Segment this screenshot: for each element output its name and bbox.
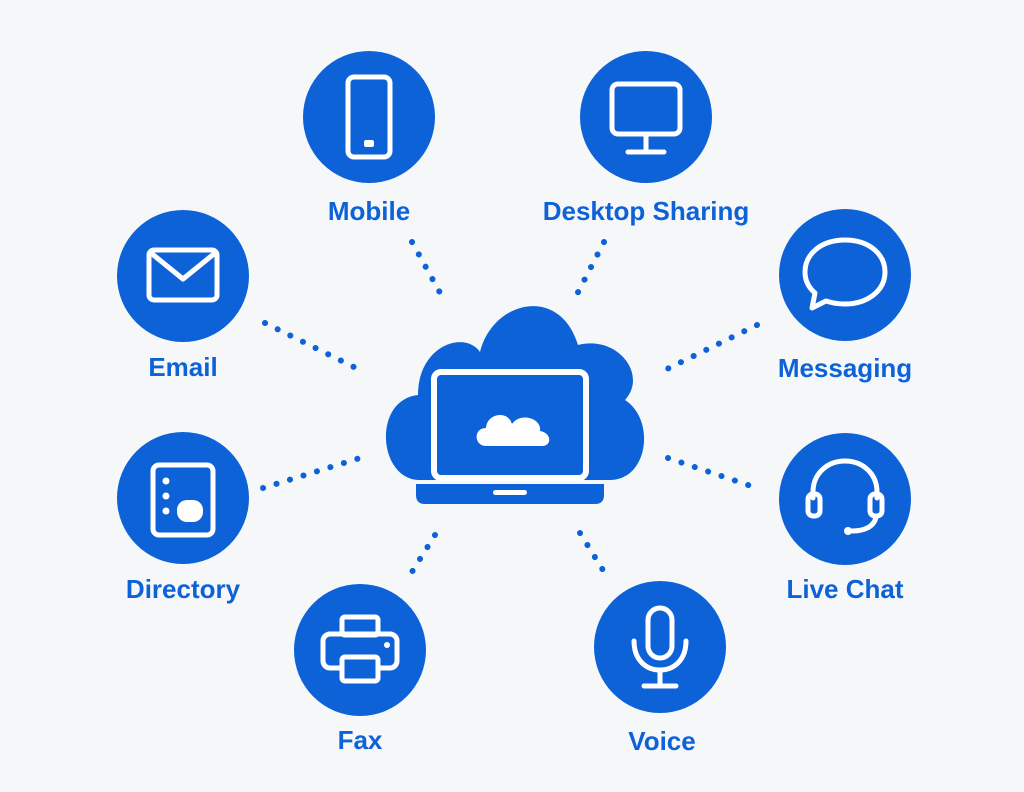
directory-circle	[117, 432, 249, 564]
desktop-circle	[580, 51, 712, 183]
connector-messaging	[662, 322, 760, 373]
node-email[interactable]: Email	[117, 210, 249, 382]
mobile-circle	[303, 51, 435, 183]
label-fax: Fax	[338, 725, 383, 755]
chat-bubble-icon	[802, 237, 888, 311]
label-voice: Voice	[628, 726, 695, 756]
connector-livechat	[665, 455, 760, 491]
label-mobile: Mobile	[328, 196, 410, 226]
phone-button	[364, 140, 374, 147]
messaging-circle	[779, 209, 911, 341]
node-desktop-sharing[interactable]: Desktop Sharing	[543, 51, 750, 226]
label-desktop-sharing: Desktop Sharing	[543, 196, 750, 226]
headset-icon	[805, 458, 885, 534]
screen-cloud-icon	[476, 414, 550, 446]
node-live-chat[interactable]: Live Chat	[779, 433, 911, 604]
voice-circle	[594, 581, 726, 713]
label-live-chat: Live Chat	[786, 574, 903, 604]
connector-mobile	[409, 239, 447, 303]
printer-light	[384, 642, 390, 648]
envelope-icon	[146, 247, 220, 303]
printer-icon	[320, 614, 400, 684]
microphone-icon	[631, 605, 689, 689]
connector-fax	[407, 532, 438, 578]
fax-circle	[294, 584, 426, 716]
connectors	[260, 239, 760, 578]
node-directory[interactable]: Directory	[117, 432, 249, 604]
monitor-icon	[609, 81, 683, 155]
mobile-phone-icon	[345, 74, 393, 160]
node-mobile[interactable]: Mobile	[303, 51, 435, 226]
connector-email	[262, 320, 363, 373]
node-messaging[interactable]: Messaging	[778, 209, 912, 383]
connector-desktop	[571, 239, 607, 303]
livechat-circle	[779, 433, 911, 565]
laptop-notch	[493, 490, 527, 495]
label-messaging: Messaging	[778, 353, 912, 383]
node-voice[interactable]: Voice	[594, 581, 726, 756]
label-directory: Directory	[126, 574, 241, 604]
label-email: Email	[148, 352, 217, 382]
laptop-cloud-icon	[385, 306, 645, 504]
node-fax[interactable]: Fax	[294, 584, 426, 755]
connector-voice	[577, 530, 609, 578]
connector-directory	[260, 455, 363, 491]
directory-icon	[150, 462, 216, 538]
headset-mic	[844, 527, 852, 535]
